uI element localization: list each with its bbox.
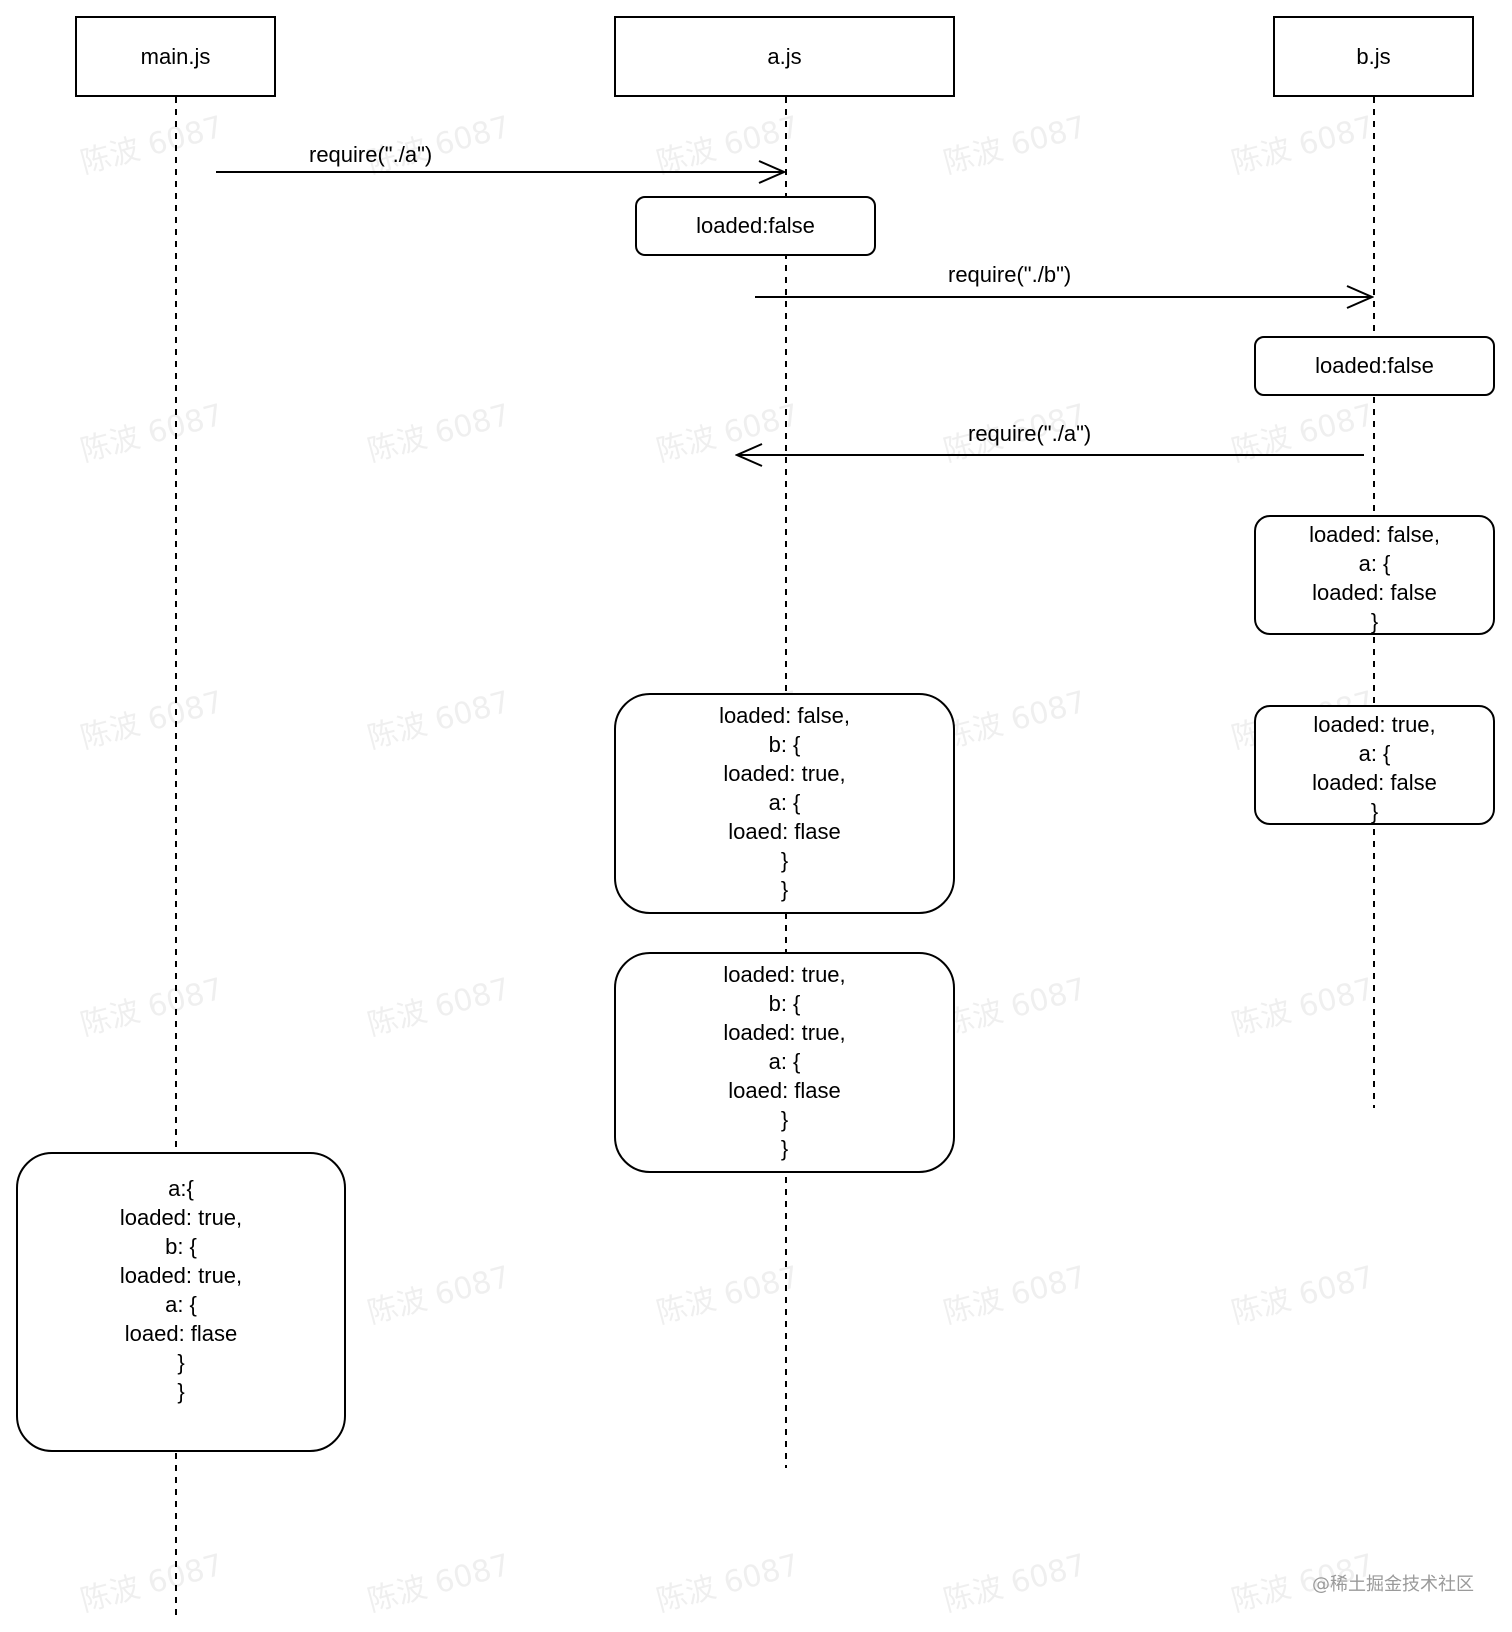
state-line: b: { bbox=[768, 991, 801, 1016]
state-line: } bbox=[1370, 609, 1379, 634]
state-line: } bbox=[1370, 799, 1379, 824]
state-line: a: { bbox=[1358, 741, 1391, 766]
message-label-require-a-back: require("./a") bbox=[968, 421, 1092, 446]
participant-main-label: main.js bbox=[140, 43, 211, 69]
note-a-loaded-false: loaded:false bbox=[635, 196, 876, 256]
state-line: loaded: true, bbox=[119, 1263, 243, 1288]
state-line: loaded: false, bbox=[1309, 522, 1440, 547]
state-line: a:{ bbox=[168, 1176, 194, 1201]
participant-b-label: b.js bbox=[1356, 43, 1391, 69]
state-line: } bbox=[177, 1379, 185, 1404]
note-b-loaded-false: loaded:false bbox=[1254, 336, 1495, 396]
state-line: loaded: false bbox=[1312, 580, 1437, 605]
state-line: loaed: flase bbox=[124, 1321, 238, 1346]
state-b-1: loaded: false, a: { loaded: false } bbox=[1254, 515, 1495, 635]
participant-a-label: a.js bbox=[767, 43, 802, 69]
state-line: } bbox=[780, 1136, 789, 1161]
state-line: a: { bbox=[768, 1049, 801, 1074]
state-a-2: loaded: true, b: { loaded: true, a: { lo… bbox=[614, 952, 955, 1173]
message-label-require-a: require("./a") bbox=[309, 142, 433, 167]
state-a-1: loaded: false, b: { loaded: true, a: { l… bbox=[614, 693, 955, 914]
state-line: a: { bbox=[1358, 551, 1391, 576]
participant-main-js: main.js bbox=[75, 16, 276, 97]
message-label-require-b: require("./b") bbox=[948, 262, 1072, 287]
state-line: } bbox=[780, 877, 789, 902]
note-b-text: loaded:false bbox=[1315, 353, 1434, 378]
state-line: loaded: true, bbox=[1313, 712, 1436, 737]
participant-a-js: a.js bbox=[614, 16, 955, 97]
note-a-text: loaded:false bbox=[696, 213, 815, 238]
state-line: a: { bbox=[768, 790, 801, 815]
state-line: loaded: true, bbox=[723, 761, 846, 786]
state-b-2: loaded: true, a: { loaded: false } bbox=[1254, 705, 1495, 825]
state-line: } bbox=[177, 1350, 185, 1375]
state-line: b: { bbox=[768, 732, 801, 757]
state-line: a: { bbox=[165, 1292, 197, 1317]
state-line: } bbox=[780, 1107, 789, 1132]
state-line: loaed: flase bbox=[728, 819, 841, 844]
state-line: } bbox=[780, 848, 789, 873]
state-line: loaed: flase bbox=[728, 1078, 841, 1103]
state-line: loaded: true, bbox=[119, 1205, 243, 1230]
state-line: loaded: true, bbox=[723, 962, 846, 987]
state-line: loaded: true, bbox=[723, 1020, 846, 1045]
state-line: b: { bbox=[165, 1234, 197, 1259]
state-main: a:{ loaded: true, b: { loaded: true, a: … bbox=[16, 1152, 346, 1452]
participant-b-js: b.js bbox=[1273, 16, 1474, 97]
state-line: loaded: false bbox=[1312, 770, 1437, 795]
state-line: loaded: false, bbox=[719, 703, 850, 728]
site-credit: @稀土掘金技术社区 bbox=[1312, 1574, 1474, 1595]
